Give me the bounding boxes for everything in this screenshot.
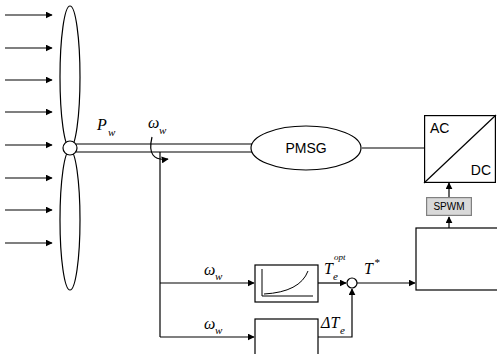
controller-box <box>416 228 497 290</box>
speed-wire <box>160 282 254 283</box>
speed-wire <box>159 152 160 337</box>
node-text: SPWM <box>433 202 464 212</box>
lookup-axes <box>262 269 313 296</box>
symbol-label: P <box>97 117 107 133</box>
connector <box>362 147 424 148</box>
speed-wire <box>160 336 254 337</box>
wind-arrow <box>5 209 52 210</box>
torque-wire <box>318 282 346 283</box>
shaft-line <box>76 143 254 144</box>
box-outline <box>427 198 472 216</box>
symbol-label: e <box>340 325 345 336</box>
symbol-label: w <box>215 271 222 282</box>
symbol-label: opt <box>334 253 346 262</box>
symbol-label: w <box>108 127 115 138</box>
torque-wire <box>318 289 352 337</box>
summing-junction <box>347 278 357 288</box>
wind-arrow <box>5 242 52 243</box>
compensation-box <box>255 319 318 354</box>
connector <box>448 183 449 197</box>
shaft-line <box>76 151 254 152</box>
wind-arrow <box>5 111 52 112</box>
box-outline <box>425 116 496 183</box>
node-text: AC <box>430 121 449 135</box>
wind-arrow <box>5 14 52 15</box>
rotor-hub <box>63 141 77 155</box>
symbol-label: T <box>324 261 333 277</box>
generator-ellipse: PMSG <box>250 125 362 171</box>
node-text: PMSG <box>285 141 326 155</box>
node-text: DC <box>471 163 491 177</box>
symbol-label: ω <box>204 316 215 332</box>
wind-arrow <box>5 177 52 178</box>
symbol-label: T <box>364 261 373 277</box>
symbol-label: ω <box>204 262 215 278</box>
wind-arrow <box>5 144 52 145</box>
symbol-label: ΔT <box>321 315 339 331</box>
rotor-blade <box>60 6 80 148</box>
wind-arrow <box>5 47 52 48</box>
symbol-label: w <box>215 325 222 336</box>
converter-box: AC DC <box>424 115 496 183</box>
lookup-box <box>255 265 318 302</box>
lookup-curve <box>264 271 308 294</box>
generator-outline <box>251 126 361 170</box>
rotor-blade <box>60 150 80 290</box>
control-wire <box>448 217 449 228</box>
symbol-label: e <box>333 271 338 282</box>
symbol-label: ω <box>148 115 159 131</box>
symbol-label: * <box>374 257 380 268</box>
signal-wires <box>160 152 449 337</box>
converter-diagonal <box>424 115 496 183</box>
wind-arrows <box>5 15 52 243</box>
torque-wire <box>357 282 415 283</box>
wind-arrow <box>5 79 52 80</box>
symbol-label: w <box>159 125 166 136</box>
modulator-box: SPWM <box>426 197 472 216</box>
rotation-arrow <box>151 137 168 159</box>
